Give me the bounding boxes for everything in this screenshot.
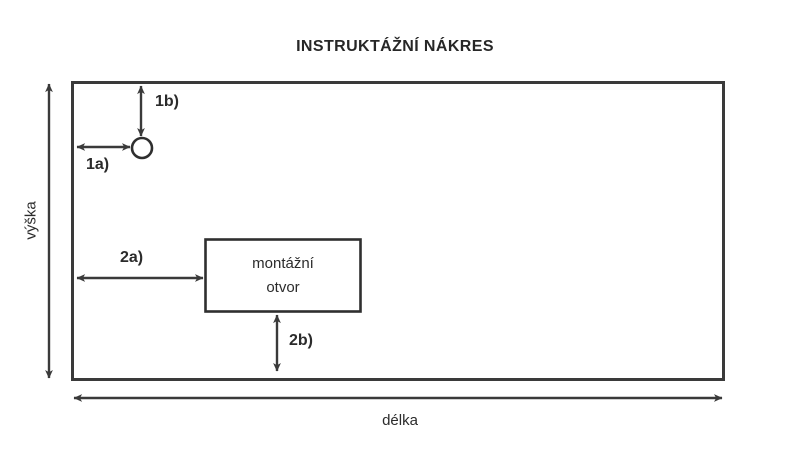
panel-outline xyxy=(71,81,725,381)
round-hole-shape xyxy=(130,136,154,160)
axis-label-height: výška xyxy=(22,201,40,240)
page-title: INSTRUKTÁŽNÍ NÁKRES xyxy=(296,38,494,55)
dimension-label-2a: 2a) xyxy=(120,249,144,266)
mounting-hole-shape xyxy=(204,238,362,313)
mounting-hole-label-line1: montážní xyxy=(252,255,314,272)
dimension-label-1a: 1a) xyxy=(86,156,110,173)
axis-label-length: délka xyxy=(382,412,418,429)
dimension-label-1b: 1b) xyxy=(155,93,179,110)
mounting-hole-label-line2: otvor xyxy=(266,279,300,296)
dimension-label-2b: 2b) xyxy=(289,332,313,349)
